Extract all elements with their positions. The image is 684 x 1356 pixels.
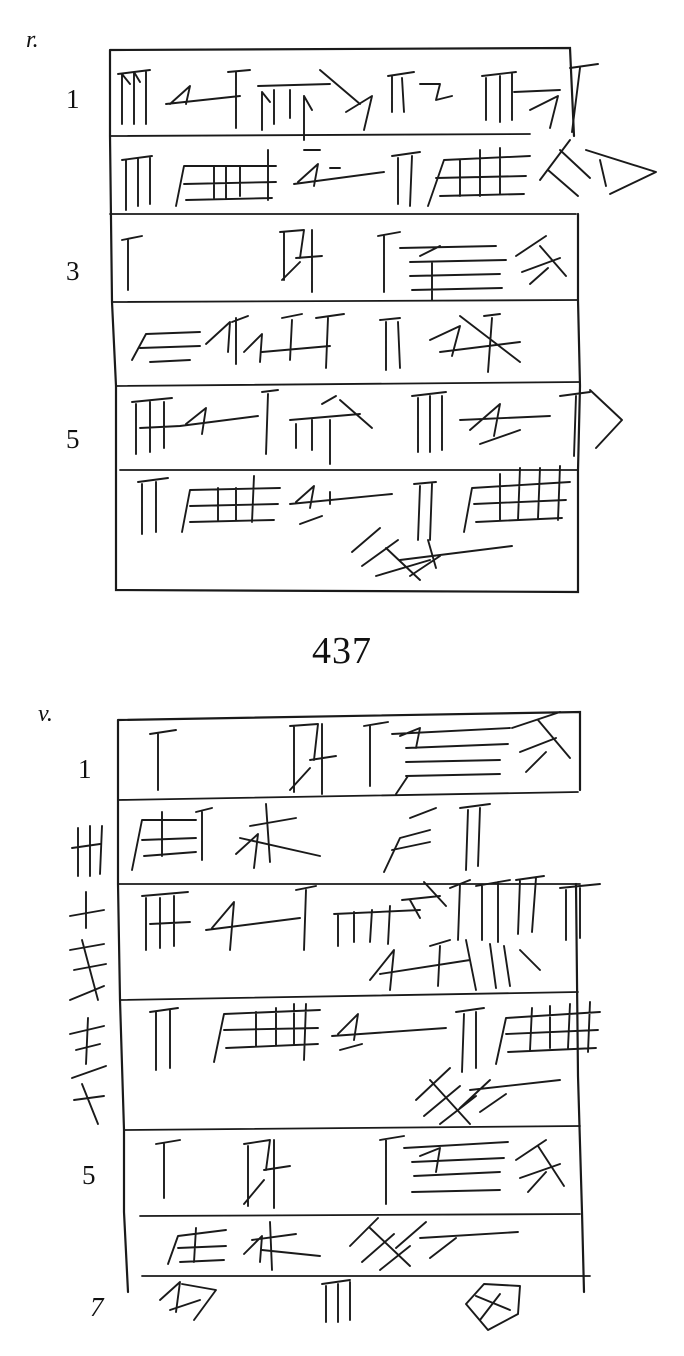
cuneiform-sign-icon (383, 803, 491, 873)
cuneiform-sign-icon (131, 315, 249, 365)
cuneiform-sign-icon (69, 1017, 107, 1125)
obverse-line-divider-5 (139, 1213, 581, 1217)
cuneiform-sign-icon (515, 235, 567, 285)
reverse-signs (117, 63, 657, 581)
cuneiform-sign-icon (481, 63, 599, 133)
reverse-tablet (108, 46, 582, 594)
cuneiform-sign-icon (159, 1281, 217, 1321)
cuneiform-sign-icon (69, 825, 105, 929)
reverse-line-number-1: 1 (66, 84, 80, 114)
cuneiform-sign-icon (349, 1217, 519, 1271)
cuneiform-sign-icon (149, 1007, 179, 1071)
cuneiform-sign-icon (345, 71, 453, 131)
obverse-line-number-5: 5 (82, 1160, 96, 1190)
cuneiform-sign-icon (351, 527, 513, 581)
obverse-line-divider-3 (119, 991, 579, 1001)
cuneiform-sign-icon (117, 69, 151, 125)
cuneiform-sign-icon (289, 723, 337, 795)
cuneiform-sign-icon (141, 891, 191, 951)
cuneiform-sign-icon (137, 475, 281, 535)
cuneiform-sign-icon (257, 69, 361, 141)
cuneiform-sign-icon (131, 807, 213, 871)
cuneiform-sign-icon (235, 803, 321, 869)
cuneiform-sign-icon (167, 1227, 227, 1265)
cuneiform-sign-icon (289, 395, 373, 465)
cuneiform-sign-icon (175, 149, 277, 207)
cuneiform-sign-icon (449, 875, 601, 943)
obverse-side-label: v. (38, 701, 53, 727)
reverse-line-number-3: 3 (66, 256, 80, 286)
obverse-edge-line-label: 7 (90, 1292, 104, 1322)
obverse-line-number-1: 1 (78, 754, 92, 784)
cuneiform-sign-icon (331, 1007, 485, 1073)
cuneiform-sign-icon (213, 1003, 321, 1063)
reverse-tablet-outline (108, 46, 582, 594)
cuneiform-sign-icon (463, 465, 571, 533)
cuneiform-sign-icon (165, 69, 251, 129)
reverse-side-label: r. (26, 27, 39, 53)
cuneiform-sign-icon (243, 313, 345, 369)
reverse-line-divider-4 (115, 381, 581, 387)
cuneiform-sign-icon (333, 881, 447, 947)
obverse-tablet-outline (116, 710, 586, 1294)
cuneiform-sign-icon (369, 939, 541, 991)
obverse-signs (69, 711, 601, 1331)
cuneiform-sign-icon (289, 481, 437, 541)
cuneiform-sign-icon (243, 1139, 291, 1209)
reverse-line-number-5: 5 (66, 424, 80, 454)
cuneiform-sign-icon (411, 389, 623, 457)
cuneiform-sign-icon (391, 147, 531, 207)
cuneiform-sign-icon (379, 1135, 565, 1205)
cuneiform-sign-icon (321, 1279, 351, 1323)
cuneiform-sign-icon (279, 229, 323, 293)
reverse-line-divider-3 (111, 299, 579, 303)
cuneiform-sign-icon (465, 1283, 521, 1331)
cuneiform-sign-icon (69, 939, 107, 1001)
cuneiform-sign-icon (379, 313, 521, 373)
plate-number: 437 (312, 630, 372, 672)
cuneiform-sign-icon (377, 231, 507, 301)
cuneiform-sign-icon (539, 139, 657, 197)
cuneiform-sign-icon (415, 1067, 561, 1125)
cuneiform-sign-icon (121, 235, 143, 291)
cuneiform-sign-icon (121, 155, 153, 211)
obverse-line-divider-4 (123, 1125, 581, 1131)
cuneiform-sign-icon (363, 711, 571, 795)
cuneiform-sign-icon (149, 729, 177, 791)
obverse-line-divider-1 (117, 791, 579, 801)
cuneiform-sign-icon (243, 1221, 321, 1271)
cuneiform-sign-icon (205, 885, 317, 951)
cuneiform-sign-icon (495, 1001, 601, 1065)
reverse-line-divider-1 (109, 133, 531, 137)
cuneiform-sign-icon (155, 1139, 181, 1199)
obverse-tablet (116, 710, 591, 1294)
cuneiform-sign-icon (293, 149, 385, 187)
cuneiform-sign-icon (131, 389, 279, 455)
